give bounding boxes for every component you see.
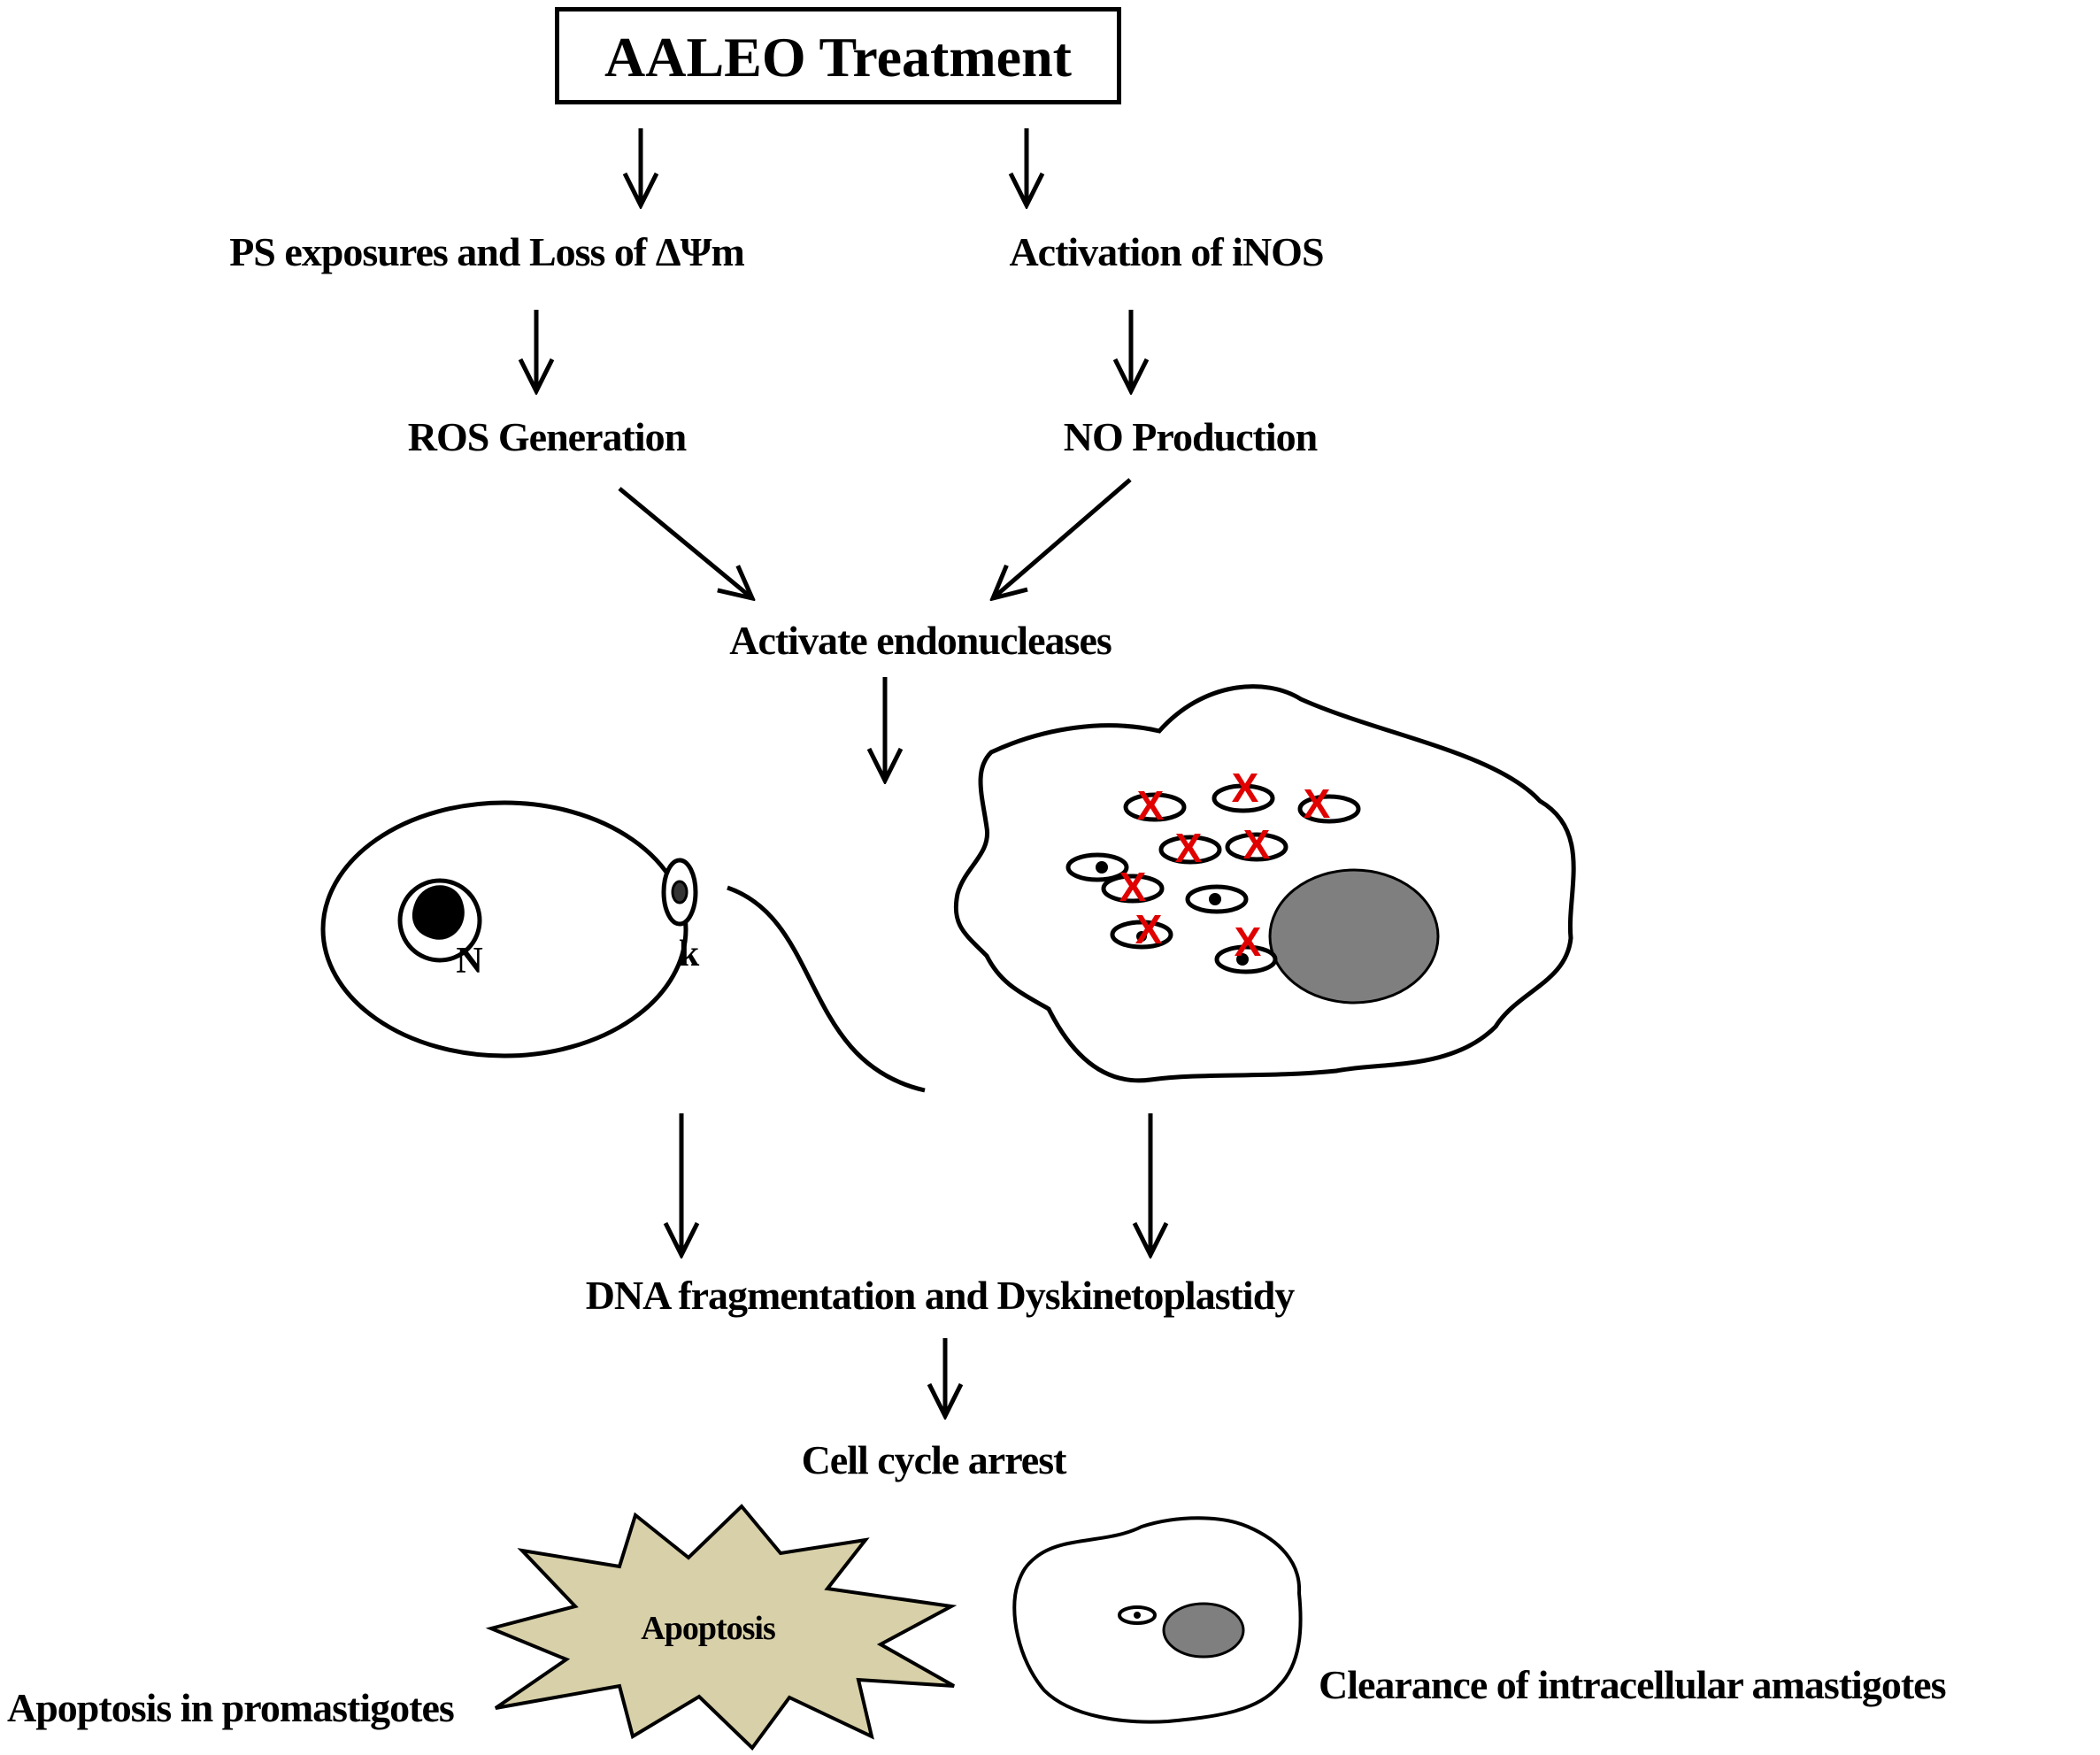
- macrophage-nucleus: [1268, 868, 1440, 1005]
- step-activate-endonucleases: Activate endonucleases: [729, 618, 1112, 663]
- x-mark: X: [1175, 825, 1203, 871]
- step-ros-generation: ROS Generation: [407, 414, 687, 459]
- step-dna-fragmentation: DNA fragmentation and Dyskinetoplastidy: [585, 1273, 1296, 1318]
- amastigote: [1123, 792, 1187, 822]
- promastigote-body: [320, 800, 688, 1058]
- x-mark: X: [1232, 765, 1259, 811]
- cleared-macrophage-nucleus: [1162, 1602, 1245, 1659]
- amastigote: [1101, 874, 1165, 904]
- macrophage-cell: X X X X X X X X: [953, 684, 1576, 1083]
- amastigote-nuclei: [1096, 861, 1249, 966]
- diagram-title: AALEO Treatment: [604, 26, 1072, 89]
- kinetoplast-dna: [671, 880, 688, 904]
- cleared-macrophage: [1012, 1516, 1303, 1724]
- promastigote-cell: [320, 800, 926, 1093]
- burst-shape: [485, 1504, 958, 1751]
- nucleus-chromatin: [412, 885, 465, 940]
- x-mark: X: [1135, 906, 1163, 952]
- kinetoplast-label: k: [678, 934, 699, 974]
- outcome-amastigote-clearance: Clearance of intracellular amastigotes: [1319, 1662, 1946, 1707]
- apoptosis-burst: [485, 1504, 958, 1751]
- arrows: [536, 128, 1150, 1416]
- arrow-ros-to-merge: [618, 487, 752, 598]
- outcome-promastigote-apoptosis: Apoptosis in promastigotes: [7, 1685, 455, 1730]
- cleared-macrophage-membrane: [1012, 1516, 1303, 1724]
- macrophage-membrane: [953, 684, 1576, 1083]
- amastigote-kill-marks: X X X X X X X X: [1119, 765, 1331, 965]
- step-inos-activation: Activation of iNOS: [1009, 229, 1324, 274]
- x-mark: X: [1235, 919, 1262, 965]
- amastigotes: [1065, 783, 1361, 974]
- amastigote: [1225, 832, 1288, 862]
- x-mark: X: [1304, 781, 1331, 827]
- x-mark: X: [1243, 821, 1271, 867]
- step-no-production: NO Production: [1063, 414, 1318, 459]
- amastigote: [1158, 835, 1222, 865]
- step-ps-exposure: PS exposures and Loss of ΔΨm: [229, 229, 745, 274]
- x-mark: X: [1119, 864, 1147, 910]
- flagellum: [727, 885, 926, 1093]
- arrow-no-to-merge: [993, 478, 1132, 598]
- amastigote: [1212, 783, 1275, 813]
- nucleus-label: N: [456, 941, 482, 981]
- x-mark: X: [1137, 782, 1165, 828]
- title-box: [555, 7, 1121, 104]
- amastigote: [1297, 794, 1361, 824]
- step-cell-cycle-arrest: Cell cycle arrest: [801, 1437, 1067, 1482]
- burst-label: Apoptosis: [641, 1610, 775, 1647]
